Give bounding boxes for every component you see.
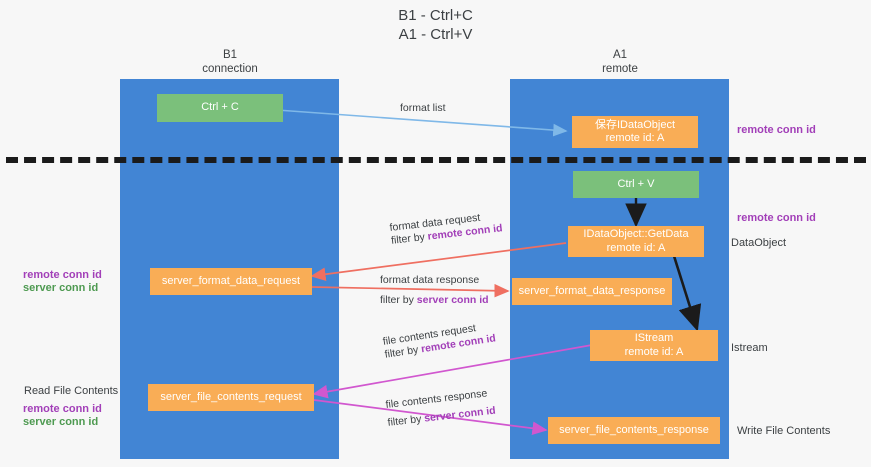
file-contents-response-filter-key: server conn id [423,404,497,425]
node-server-file-contents-response-label: server_file_contents_response [559,423,709,436]
column-header-a1: A1 remote [545,48,695,76]
edge-label-format-list: format list [400,102,446,115]
node-save-idataobject-line2: remote id: A [605,132,665,144]
column-header-a1-name: A1 [612,49,628,61]
right-label-dataobject: DataObject [731,237,787,249]
left-label-remote-conn-id-low: remote conn id [23,403,102,415]
left-label-server-conn-id-mid: server conn id [23,282,99,294]
node-istream-line2: remote id: A [624,345,684,358]
node-server-format-data-response[interactable]: server_format_data_response [512,278,672,305]
edge-label-file-contents-response: file contents response filter by server … [385,387,496,430]
column-header-b1: B1 connection [155,48,305,76]
right-label-istream: Istream [731,342,768,354]
edge-label-format-list-text: format list [400,102,446,114]
section-divider [6,157,866,163]
left-label-remote-conn-id-mid: remote conn id [23,269,102,281]
edge-label-format-data-response-filter: filter by server conn id [380,294,489,307]
right-label-remote-conn-id-mid: remote conn id [737,212,816,224]
format-data-response-filter-prefix: filter by [380,294,417,306]
node-istream[interactable]: IStream remote id: A [590,330,718,361]
left-label-read-file-contents: Read File Contents [24,385,119,397]
node-ctrl-v-label: Ctrl + V [617,177,655,190]
edge-label-format-data-response-text: format data response [380,274,480,286]
column-header-a1-role: remote [602,63,638,75]
left-label-server-conn-id-low: server conn id [23,416,99,428]
node-ctrl-v[interactable]: Ctrl + V [573,171,699,198]
page-title: B1 - Ctrl+C A1 - Ctrl+V [0,6,871,44]
edge-label-format-data-response: format data response filter by server co… [380,274,489,307]
right-label-remote-conn-id-top: remote conn id [737,124,816,136]
node-idataobject-getdata-line1: IDataObject::GetData [583,228,689,240]
page-title-line2: A1 - Ctrl+V [398,26,473,43]
node-server-file-contents-response[interactable]: server_file_contents_response [548,417,720,444]
node-istream-line1: IStream [634,332,674,344]
node-save-idataobject[interactable]: 保存IDataObject remote id: A [572,116,698,148]
column-header-b1-role: connection [202,63,258,75]
node-idataobject-getdata[interactable]: IDataObject::GetData remote id: A [568,226,704,257]
page-title-line1: B1 - Ctrl+C [398,7,473,24]
node-save-idataobject-line1: 保存IDataObject [594,118,676,131]
node-server-file-contents-request-label: server_file_contents_request [160,390,302,403]
node-server-format-data-request[interactable]: server_format_data_request [150,268,312,295]
column-header-b1-name: B1 [222,49,238,61]
node-server-format-data-response-label: server_format_data_response [518,284,666,297]
right-label-write-file-contents: Write File Contents [737,425,831,437]
edge-label-format-data-request: format data request filter by remote con… [389,209,503,248]
format-data-response-filter-key: server conn id [416,294,489,306]
node-server-format-data-request-label: server_format_data_request [161,274,301,287]
node-ctrl-c[interactable]: Ctrl + C [157,94,283,122]
node-ctrl-c-label: Ctrl + C [201,101,239,114]
edge-label-file-contents-request: file contents request filter by remote c… [382,319,497,361]
node-server-file-contents-request[interactable]: server_file_contents_request [148,384,314,411]
node-idataobject-getdata-line2: remote id: A [606,241,666,254]
file-contents-response-filter-prefix: filter by [387,412,425,429]
